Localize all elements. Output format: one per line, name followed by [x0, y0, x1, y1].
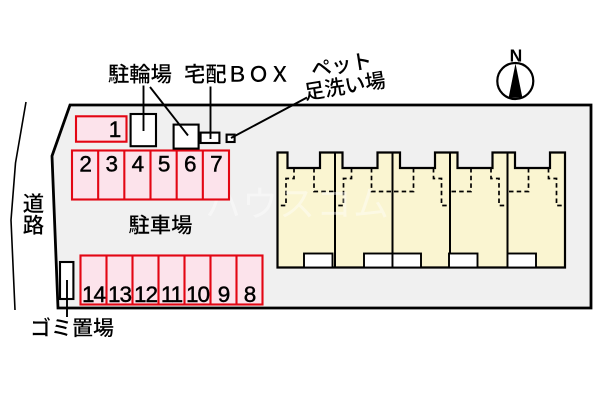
building-interior-dashed-lines	[278, 168, 564, 207]
garbage-area-label	[32, 317, 114, 338]
spot-number-5: 5	[158, 152, 170, 177]
spot-number-9: 9	[218, 282, 230, 307]
pet-foot-wash-label	[306, 53, 385, 102]
parking-area: 1 2 3 4 5 6 7 14 13 12 11	[70, 115, 264, 307]
watermark-text-path	[207, 187, 387, 218]
garbage-area	[58, 260, 75, 317]
spot-number-12: 12	[134, 282, 158, 307]
spot-number-10: 10	[186, 282, 210, 307]
spot-number-11: 11	[161, 282, 183, 307]
parking-spot-1	[74, 115, 128, 143]
delivery-box-label-path	[185, 63, 287, 84]
pet-foot-wash-box	[225, 133, 236, 144]
parking-row-bottom: 14 13 12 11 10 9 8	[79, 254, 264, 307]
parking-area-label	[129, 214, 192, 235]
spot-number-14: 14	[82, 282, 106, 307]
road-label	[23, 193, 44, 235]
bicycle-parking-box-2	[172, 123, 200, 150]
facility-boxes	[129, 85, 308, 150]
bicycle-parking-label-path	[108, 63, 172, 84]
garbage-area-label-path	[32, 317, 114, 338]
unit-entrance	[506, 252, 537, 269]
spot-number-4: 4	[132, 152, 144, 177]
bicycle-parking-label	[108, 63, 172, 84]
pet-foot-wash-label-line2-path	[306, 70, 385, 102]
parking-row-top: 2 3 4 5 6 7	[70, 149, 231, 201]
building	[276, 151, 567, 269]
watermark	[207, 187, 387, 218]
spot-number-3: 3	[105, 152, 117, 177]
compass-north-label: N	[510, 46, 523, 66]
spot-number-2: 2	[79, 152, 91, 177]
compass-needle-icon	[508, 63, 523, 98]
spot-number-13: 13	[108, 282, 132, 307]
compass-circle	[496, 61, 535, 101]
parking-area-label-path	[129, 214, 192, 235]
unit-entrance	[448, 252, 479, 269]
road-edge-line	[10, 101, 27, 311]
spot-number-8: 8	[244, 282, 256, 307]
unit-entrance	[391, 252, 422, 269]
spot-number-1: 1	[109, 117, 121, 142]
spot-number-6: 6	[184, 152, 196, 177]
delivery-box-label	[185, 63, 287, 84]
building-outline	[276, 151, 567, 269]
spot-number-7: 7	[210, 152, 222, 177]
parking-row-bottom-outline	[79, 254, 264, 306]
leader-bicycle-2	[149, 86, 189, 137]
unit-entrance	[303, 252, 334, 269]
compass: N	[496, 46, 535, 101]
unit-entrance	[363, 252, 394, 269]
leader-pet-foot-wash	[230, 96, 308, 139]
road-label-path	[23, 193, 44, 235]
pet-foot-wash-label-line1-path	[312, 53, 369, 75]
